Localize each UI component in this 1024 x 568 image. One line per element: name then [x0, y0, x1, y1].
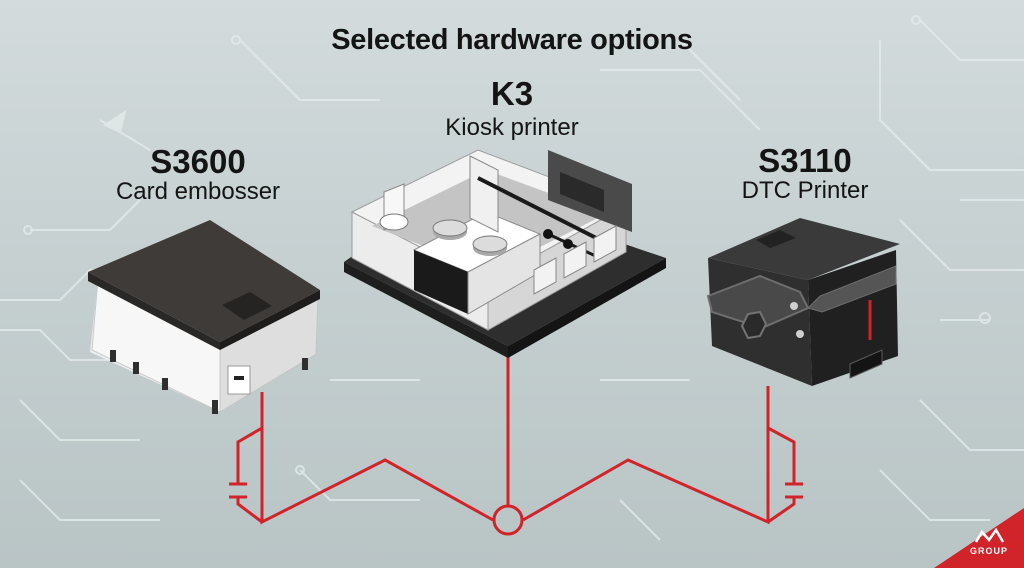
circuit-background: [0, 15, 1024, 541]
connection-lines: [236, 333, 796, 525]
page-title: Selected hardware options: [331, 24, 693, 56]
s3600-device-image: [88, 220, 320, 414]
s3110-device-image: [706, 218, 900, 386]
k3-description-label: Kiosk printer: [445, 114, 579, 141]
s3110-model-label: S3110: [758, 142, 852, 179]
capacitor-left: [229, 482, 247, 499]
logo-text: GROUP: [969, 546, 1008, 556]
s3600-model-label: S3600: [150, 143, 246, 180]
hub-node: [492, 504, 524, 536]
k3-model-label: K3: [490, 75, 534, 112]
s3110-description-label: DTC Printer: [741, 177, 869, 204]
group-logo: [934, 508, 1024, 568]
k3-device-image: [344, 149, 666, 358]
capacitor-right: [785, 482, 803, 499]
s3600-description-label: Card embosser: [115, 178, 281, 205]
